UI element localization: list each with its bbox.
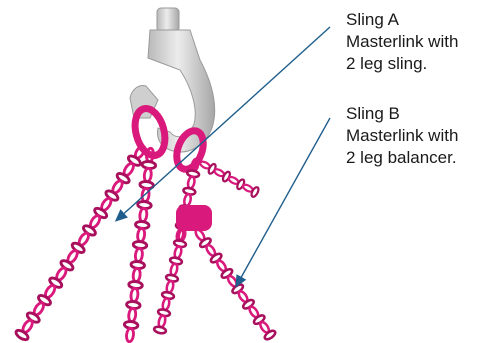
- sling-b-desc-2: 2 leg balancer.: [346, 147, 458, 169]
- sling-a-label: Sling A Masterlink with 2 leg sling.: [346, 9, 458, 75]
- arrow-sling-b: [238, 118, 330, 283]
- sling-b-title: Sling B: [346, 103, 458, 125]
- chain-link: [128, 308, 136, 322]
- chain-link: [135, 248, 143, 262]
- sling-b-label: Sling B Masterlink with 2 leg balancer.: [346, 103, 458, 169]
- chain-link: [130, 288, 138, 302]
- chain-link: [139, 208, 147, 222]
- sling-b-desc-1: Masterlink with: [346, 125, 458, 147]
- chain-link: [133, 268, 141, 282]
- sling-a-title: Sling A: [346, 9, 458, 31]
- sling-a-desc-2: 2 leg sling.: [346, 53, 458, 75]
- balancer-block: [176, 205, 212, 231]
- sling-a-desc-1: Masterlink with: [346, 31, 458, 53]
- chain-sling-icon: [14, 105, 276, 342]
- chain-link: [126, 328, 134, 342]
- chain-link: [153, 326, 166, 335]
- chain-link: [144, 168, 152, 182]
- chain-link: [137, 228, 145, 242]
- chain-link: [141, 188, 149, 202]
